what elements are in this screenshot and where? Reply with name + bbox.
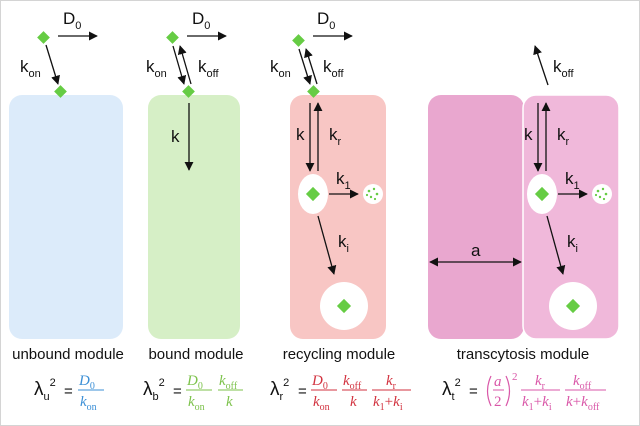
kon-label-unbound: kon xyxy=(20,57,41,80)
svg-text:k1+ki: k1+ki xyxy=(522,394,552,413)
svg-text:kr: kr xyxy=(535,373,546,392)
d0-label-recycling: D0 xyxy=(317,9,335,32)
svg-text:λb2: λb2 xyxy=(143,377,165,403)
svg-text:k: k xyxy=(350,394,357,410)
bound-module-label: bound module xyxy=(148,346,243,363)
kr-label-recycling: kr xyxy=(329,125,342,148)
koff-label-bound: koff xyxy=(198,57,219,80)
ki-label-recycling: ki xyxy=(338,232,349,255)
svg-text:koff: koff xyxy=(219,373,238,392)
svg-text:kr: kr xyxy=(386,373,397,392)
k-label-recycling: k xyxy=(296,125,305,144)
svg-text:2: 2 xyxy=(494,394,502,410)
ki-label-transcytosis: ki xyxy=(567,232,578,255)
d0-label-bound: D0 xyxy=(192,9,210,32)
equation-recycling: λr2 = D0 kon koff k kr k1+ki xyxy=(270,373,411,413)
koff-label-transcytosis: koff xyxy=(553,57,574,80)
kr-label-transcytosis: kr xyxy=(557,125,570,148)
kon-label-recycling: kon xyxy=(270,57,291,80)
k1-label-recycling: k1 xyxy=(336,169,351,192)
distance-a-label: a xyxy=(471,241,481,260)
transcytosis-left-cell xyxy=(428,95,524,339)
svg-text:k+koff: k+koff xyxy=(566,394,600,413)
transcytosis-right-cell xyxy=(522,94,620,340)
svg-text:k: k xyxy=(226,394,233,410)
transcytosis-module-label: transcytosis module xyxy=(457,346,590,363)
svg-text:k1+ki: k1+ki xyxy=(373,394,403,413)
svg-text:=: = xyxy=(298,383,307,400)
degradation-vesicle-tc xyxy=(592,184,612,204)
svg-text:=: = xyxy=(173,383,182,400)
svg-text:λt2: λt2 xyxy=(442,377,461,403)
degraded-fragments xyxy=(365,187,608,201)
svg-text:D0: D0 xyxy=(78,373,95,392)
equation-bound: λb2 = D0 kon koff k xyxy=(143,373,243,413)
svg-text:λr2: λr2 xyxy=(270,377,289,403)
svg-text:=: = xyxy=(64,383,73,400)
svg-text:koff: koff xyxy=(343,373,362,392)
svg-text:λu2: λu2 xyxy=(34,377,56,403)
equation-unbound: λu2 = D0 kon xyxy=(34,373,104,413)
unbound-module-label: unbound module xyxy=(12,346,124,363)
svg-text:kon: kon xyxy=(313,394,330,413)
svg-text:=: = xyxy=(469,383,478,400)
rate-arrows xyxy=(45,31,588,275)
k-label-transcytosis: k xyxy=(524,125,533,144)
koff-label-recycling: koff xyxy=(323,57,344,80)
d0-label-unbound: D0 xyxy=(63,9,81,32)
k1-label-transcytosis: k1 xyxy=(565,169,580,192)
recycling-module-label: recycling module xyxy=(283,346,396,363)
svg-text:kon: kon xyxy=(80,394,97,413)
degradation-vesicle xyxy=(363,184,383,204)
svg-text:2: 2 xyxy=(512,371,518,383)
svg-text:D0: D0 xyxy=(311,373,328,392)
unbound-module-box xyxy=(9,95,123,339)
svg-text:D0: D0 xyxy=(186,373,203,392)
svg-text:kon: kon xyxy=(188,394,205,413)
equation-transcytosis: λt2 = a 2 2 kr k1+ki koff k+koff xyxy=(442,371,606,413)
recycling-module-box xyxy=(290,95,386,339)
k-label-bound: k xyxy=(171,127,180,146)
bound-module-box xyxy=(148,95,240,339)
svg-text:a: a xyxy=(494,374,502,390)
kon-label-bound: kon xyxy=(146,57,167,80)
svg-text:koff: koff xyxy=(573,373,592,392)
